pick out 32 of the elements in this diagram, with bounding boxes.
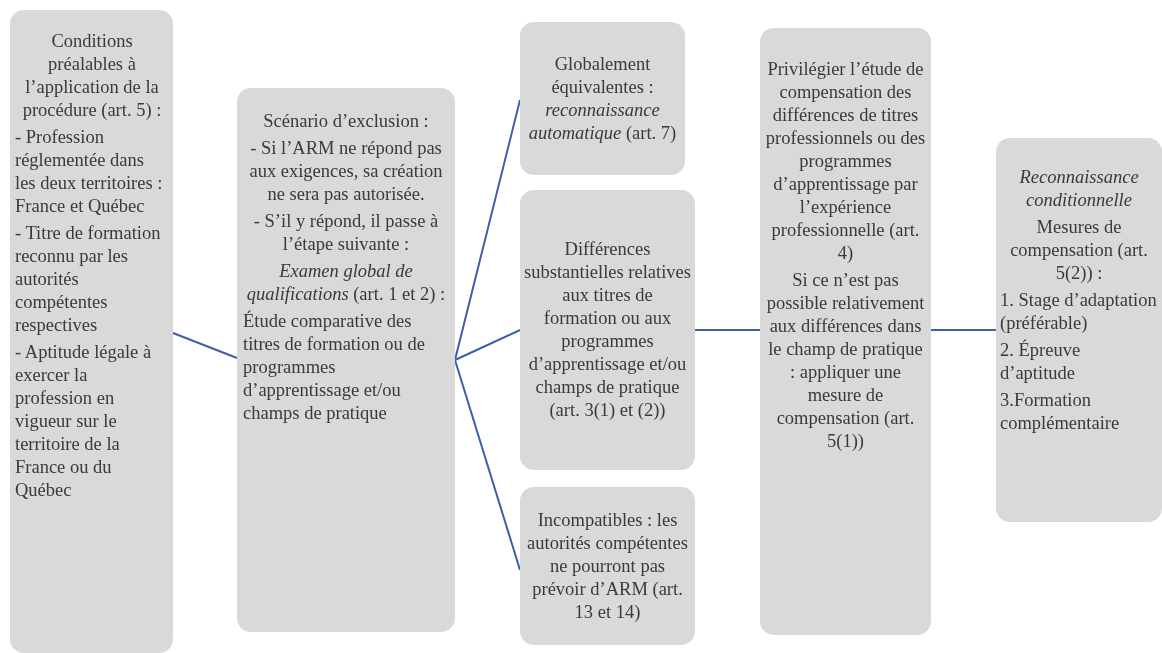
box-text: Si ce n’est pas possible relativement aux différences dans le champ de pratique : appliquer une mesure de compensation (art. 5(1)) (765, 269, 926, 453)
rounded-box (10, 10, 173, 653)
connector-line (454, 99, 521, 361)
box-text: Reconnaissance conditionnelle (1018, 166, 1140, 212)
box-text: Examen global de qualifications (art. 1 et 2) : (245, 260, 447, 306)
box-text: 3.Formation complémentaire (1000, 389, 1121, 435)
box-text: Différences substantielles relatives aux titres de formation ou aux programmes d’apprentissage et/ou champs de pratique (art. 3(1) et (2)) (524, 238, 691, 422)
box-text: Privilégier l’étude de compensation des différences de titres professionnels ou des programmes d’apprentissage par l’expérience professionnelle (art. 4) (764, 58, 927, 265)
box-text: 2. Épreuve d’aptitude (1000, 339, 1082, 385)
box-text: Étude comparative des titres de formation ou de programmes d’apprentissage et/ou champs de pratique (243, 310, 426, 425)
box-text: - S’il y répond, il passe à l’étape suivante : (252, 210, 440, 256)
rounded-box (237, 88, 455, 632)
connector-line (454, 359, 521, 571)
box-text: Conditions préalables à l’application de la procédure (art. 5) : (21, 30, 163, 122)
rounded-box (520, 190, 695, 470)
connector-line (930, 329, 997, 331)
box-text: - Si l’ARM ne répond pas aux exigences, sa création ne sera pas autorisée. (248, 137, 444, 206)
box-text: - Titre de formation reconnu par les autorités compétentes respectives (15, 222, 162, 337)
box-text: Mesures de compensation (art. 5(2)) : (1009, 216, 1149, 285)
connector-line (694, 329, 761, 331)
rounded-box (520, 22, 685, 175)
box-text: Scénario d’exclusion : (262, 110, 430, 133)
box-text: - Aptitude légale à exercer la profession en vigueur sur le territoire de la France ou du Québec (15, 341, 153, 502)
connector-line (172, 332, 238, 359)
rounded-box (760, 28, 931, 635)
rounded-box (996, 138, 1162, 522)
box-text: 1. Stage d’adaptation (préférable) (1000, 289, 1158, 335)
box-text: - Profession réglementée dans les deux territoires : France et Québec (15, 126, 164, 218)
rounded-box (520, 487, 695, 645)
box-text: Incompatibles : les autorités compétentes ne pourront pas prévoir d’ARM (art. 13 et 14) (526, 508, 689, 624)
connector-line (454, 329, 521, 361)
box-text: Globalement équivalentes : reconnaissance automatique (art. 7) (527, 52, 678, 145)
